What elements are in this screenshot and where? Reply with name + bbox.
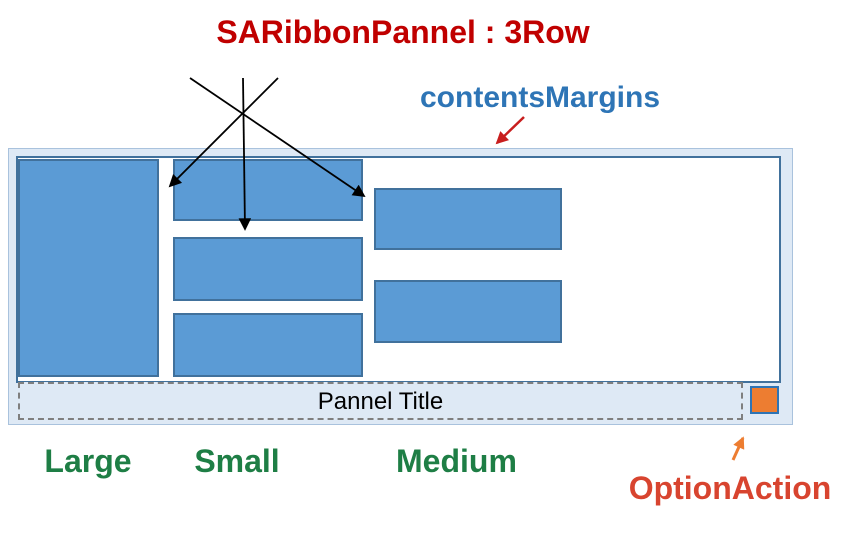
- option-action-label: OptionAction: [628, 470, 832, 506]
- medium-button-2-shape: [374, 280, 562, 343]
- option-action-arrow: [731, 436, 745, 461]
- pannel-title-bar: Pannel Title: [18, 382, 743, 420]
- contents-margins-arrow: [495, 116, 525, 145]
- small-button-3-shape: [173, 313, 363, 377]
- small-size-label: Small: [194, 443, 280, 479]
- large-size-label: Large: [44, 443, 132, 479]
- option-action-button-shape: [750, 386, 779, 414]
- diagram-title: SARibbonPannel : 3Row: [216, 14, 590, 50]
- medium-size-label: Medium: [396, 443, 517, 479]
- small-button-2-shape: [173, 237, 363, 301]
- small-button-1-shape: [173, 159, 363, 221]
- large-button-shape: [18, 159, 159, 377]
- contents-margins-label: contentsMargins: [420, 81, 661, 114]
- medium-button-1-shape: [374, 188, 562, 250]
